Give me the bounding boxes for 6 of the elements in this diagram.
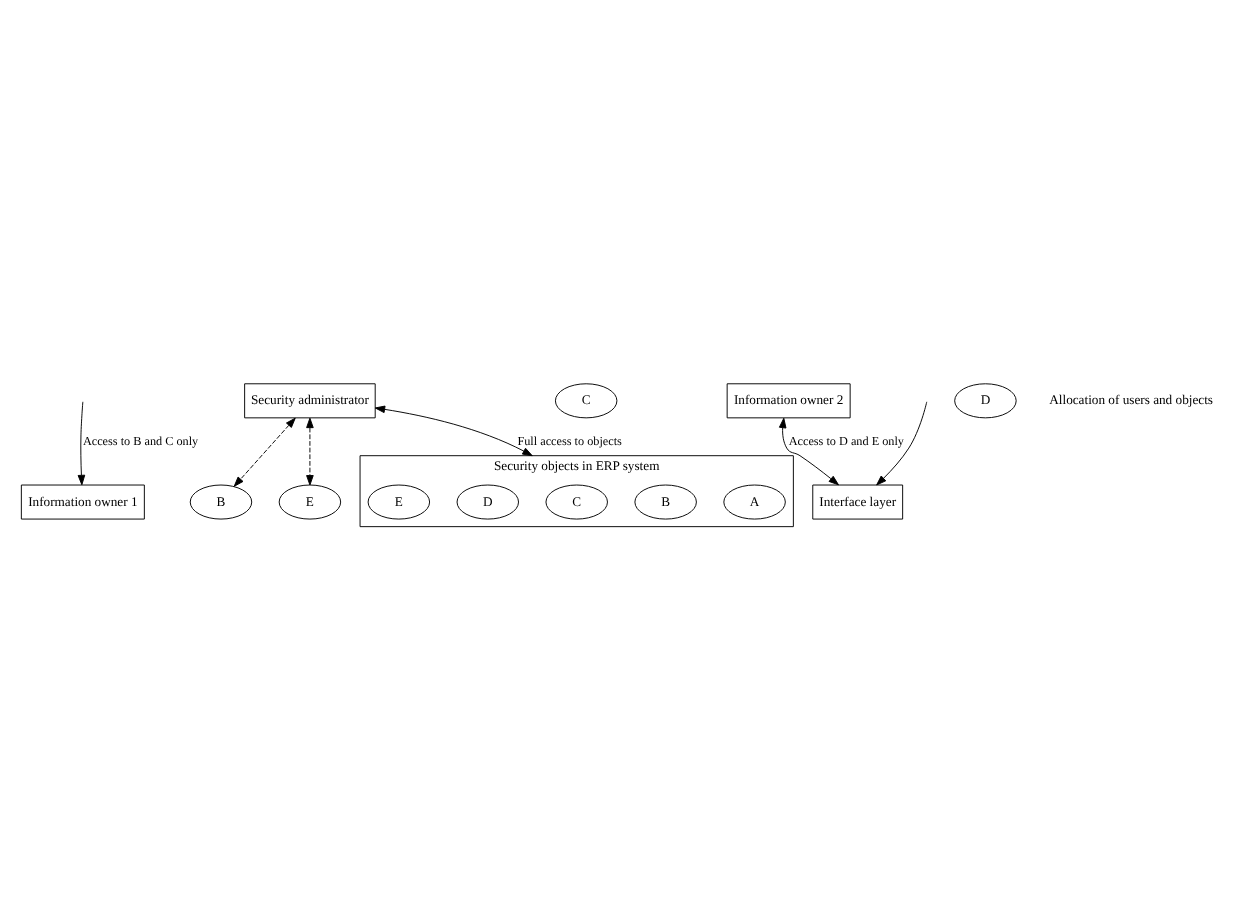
arrow <box>77 401 86 486</box>
arrow <box>306 417 314 486</box>
arrow <box>778 417 839 486</box>
arrow <box>233 417 296 487</box>
arrow <box>374 405 533 457</box>
arrow <box>876 401 928 486</box>
